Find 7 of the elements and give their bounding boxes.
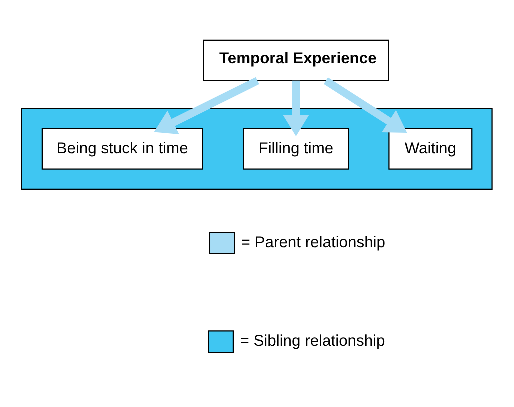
node-box: Being stuck in time: [42, 128, 204, 170]
node-box: Filling time: [243, 128, 350, 170]
legend-label: = Parent relationship: [241, 234, 386, 252]
node-box: Temporal Experience: [203, 40, 390, 82]
node-box: Waiting: [388, 128, 473, 170]
arrow: [283, 80, 310, 136]
legend-label: = Sibling relationship: [240, 333, 386, 350]
